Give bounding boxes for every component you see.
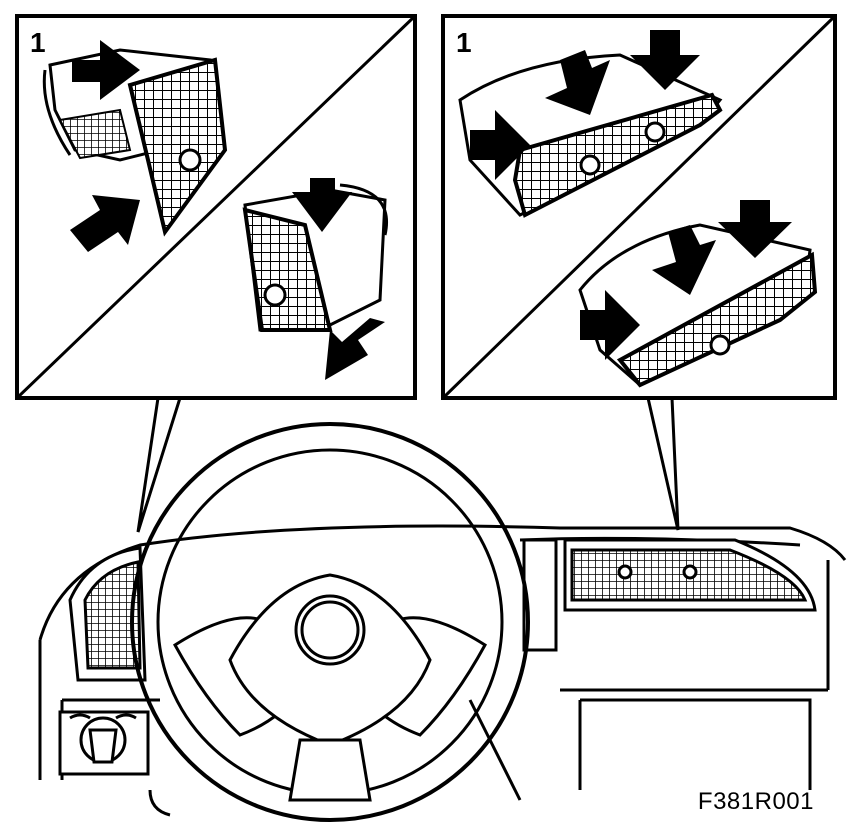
arrow-icon	[718, 200, 792, 258]
arrow-icon	[470, 110, 530, 180]
arrow-icon	[652, 225, 716, 295]
arrow-icon	[292, 178, 352, 232]
figure-code: F381R001	[697, 788, 814, 815]
dashboard-right-vent	[563, 538, 817, 612]
right-step-number: 1	[456, 27, 472, 58]
center-stack-pillar	[522, 538, 558, 652]
arrow-icon	[72, 40, 140, 100]
right-panel-divider	[441, 14, 837, 400]
light-switch-knob	[58, 710, 150, 776]
arrow-icon	[580, 290, 640, 360]
dashboard-top-edge	[38, 524, 847, 641]
left-panel-divider	[15, 14, 417, 400]
right-inset-panel: 1	[441, 14, 837, 531]
left-vent-upper	[42, 48, 228, 237]
arrow-icon	[70, 195, 140, 252]
left-step-number: 1	[30, 27, 46, 58]
arrow-icon	[325, 318, 385, 380]
right-vent-upper	[458, 53, 723, 218]
arrow-icon	[545, 50, 610, 115]
right-callout-pointer	[646, 396, 680, 531]
arrow-icon	[630, 30, 700, 90]
steering-wheel	[130, 422, 530, 822]
dashboard-illustration	[38, 422, 847, 822]
left-inset-panel: 1	[15, 14, 417, 533]
left-callout-pointer	[136, 396, 183, 533]
dashboard-left-vent	[68, 546, 147, 682]
right-vent-lower	[578, 223, 818, 388]
